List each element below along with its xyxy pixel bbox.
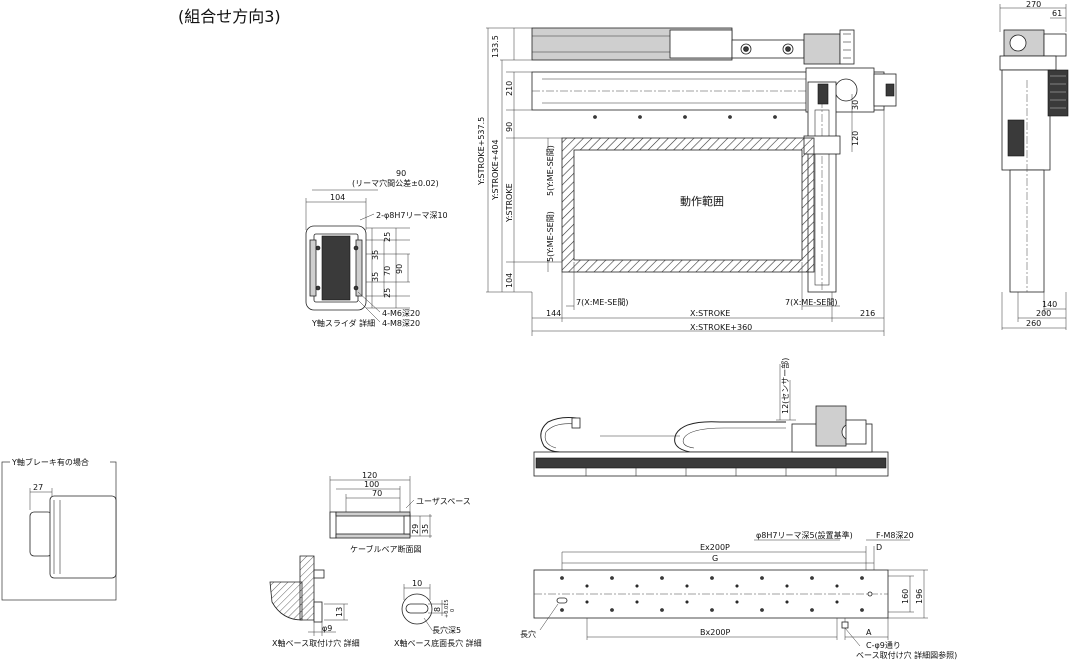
dim-x-me-se-left: 7(X:ME-SE間) (576, 298, 628, 307)
bottom-a: A (866, 628, 872, 637)
bottom-g: G (712, 554, 718, 563)
dim-x-me-se-right: 7(X:ME-SE間) (785, 298, 837, 307)
slot-dim-10: 10 (412, 579, 422, 588)
bottom-c-hole: C-φ9通り (866, 640, 901, 650)
slider-core (321, 235, 351, 301)
slider-dim-25a: 25 (383, 232, 392, 242)
slot-shape (405, 603, 429, 614)
slider-dim-35b: 35 (371, 272, 380, 282)
brake-title: Y軸ブレーキ有の場合 (11, 457, 89, 467)
dim-104: 104 (505, 273, 514, 288)
side-view: 270 61 140 200 260 (999, 0, 1069, 330)
slot-hole-detail: 10 8 +0.015 0 長穴深5 X軸ベース底面長穴 詳細 (394, 579, 482, 648)
brake-motor (49, 495, 117, 579)
front-view: 12(センサー部) (533, 358, 889, 477)
heading: (組合せ方向3) (178, 7, 281, 26)
cable-dim-100: 100 (364, 480, 379, 489)
cable-loop-left (540, 417, 640, 453)
y-axis-coupling-box (669, 29, 733, 59)
work-area-inner (573, 149, 803, 261)
bottom-dim-160: 160 (901, 589, 910, 604)
front-motor (815, 405, 847, 447)
side-dim-61: 61 (1052, 9, 1062, 18)
dim-120: 120 (851, 131, 860, 146)
slot-tol0: 0 (450, 609, 456, 612)
bottom-d: D (876, 543, 882, 552)
cable-dim-35: 35 (421, 524, 430, 534)
dim-x-stroke-360: X:STROKE+360 (690, 323, 752, 332)
slider-dim-90v: 90 (395, 264, 404, 274)
dim-216: 216 (860, 309, 875, 318)
dim-y-me-se-top: 5(Y:ME-SE間) (546, 145, 555, 196)
cable-loop-right (674, 421, 786, 453)
side-dim-260: 260 (1026, 319, 1041, 328)
cable-dim-120: 120 (362, 471, 377, 480)
slider-dim-35a: 35 (371, 250, 380, 260)
bottom-view: φ8H7リーマ深5(設置基準) F-M8深20 Ex200P D G (520, 530, 957, 660)
side-dim-140: 140 (1042, 300, 1057, 309)
dim-144: 144 (546, 309, 561, 318)
side-dim-200: 200 (1036, 309, 1051, 318)
work-area-label: 動作範囲 (680, 194, 724, 208)
cable-caption: ケーブルベア断面図 (350, 544, 422, 554)
bottom-b-200p: Bx200P (700, 628, 730, 637)
bottom-f-m8: F-M8深20 (876, 531, 914, 540)
dim-y-stroke: Y:STROKE (505, 183, 514, 223)
mount-dim-13: 13 (335, 607, 344, 617)
slider-dim-104: 104 (330, 193, 345, 202)
slider-reamer: 2-φ8H7リーマ深10 (376, 211, 448, 220)
cable-dim-29: 29 (411, 524, 420, 534)
slot-caption: X軸ベース底面長穴 詳細 (394, 638, 482, 648)
mount-hole-detail: 13 φ9 X軸ベース取付け穴 詳細 (269, 555, 360, 648)
bottom-slot: 長穴 (520, 629, 536, 639)
brake-unit (29, 511, 53, 557)
bottom-c-hole-ref: ベース取付け穴 詳細図参照) (856, 650, 957, 660)
brake-detail: Y軸ブレーキ有の場合 27 (1, 456, 117, 601)
front-sensor-label: 12(センサー部) (780, 358, 790, 414)
dim-x-stroke: X:STROKE (690, 309, 730, 318)
side-dim-270: 270 (1026, 0, 1041, 9)
side-cable-block (1047, 69, 1069, 117)
cable-dim-70: 70 (372, 489, 382, 498)
y-slider-detail: 90 (リーマ穴間公差±0.02) 104 2-φ8H7リーマ深10 25 35… (305, 169, 448, 328)
dim-top-offset: 133.5 (491, 35, 500, 58)
mount-dim-phi9: φ9 (322, 624, 332, 633)
dim-y-me-se-bottom: 5(Y:ME-SE間) (546, 211, 555, 262)
slider-caption: Y軸スライダ 詳細 (311, 318, 375, 328)
cable-bearer-detail: 120 100 70 ユーザスペース 29 35 ケーブルベア断面図 (329, 471, 471, 554)
slot-depth: 長穴深5 (432, 625, 461, 635)
slider-dim-70: 70 (383, 266, 392, 276)
slider-m6: 4-M6深20 (382, 309, 420, 318)
dim-90: 90 (505, 122, 514, 132)
slider-dim-25b: 25 (383, 288, 392, 298)
dim-y-stroke-404: Y:STROKE+404 (491, 139, 500, 201)
slider-m8: 4-M8深20 (382, 319, 420, 328)
brake-dim-27: 27 (33, 483, 43, 492)
x-motor-head (803, 33, 841, 65)
front-base-rail (535, 457, 887, 469)
slot-tol: +0.015 (444, 599, 450, 618)
slot-dim-8: 8 (433, 607, 442, 612)
bottom-e-200p: Ex200P (700, 543, 730, 552)
bottom-reamer: φ8H7リーマ深5(設置基準) (756, 530, 853, 540)
cable-user-space: ユーザスペース (416, 497, 471, 506)
bottom-dim-196: 196 (915, 589, 924, 604)
slider-dim-90: 90 (396, 169, 406, 178)
slider-tolerance: (リーマ穴間公差±0.02) (352, 178, 439, 188)
top-view: 動作範囲 133.5 210 90 Y:STROKE Y:STROKE+404 … (477, 27, 897, 336)
mount-caption: X軸ベース取付け穴 詳細 (272, 638, 360, 648)
dim-y-stroke-537: Y:STROKE+537.5 (477, 117, 486, 186)
dim-210: 210 (505, 81, 514, 96)
dim-30: 30 (851, 100, 860, 110)
